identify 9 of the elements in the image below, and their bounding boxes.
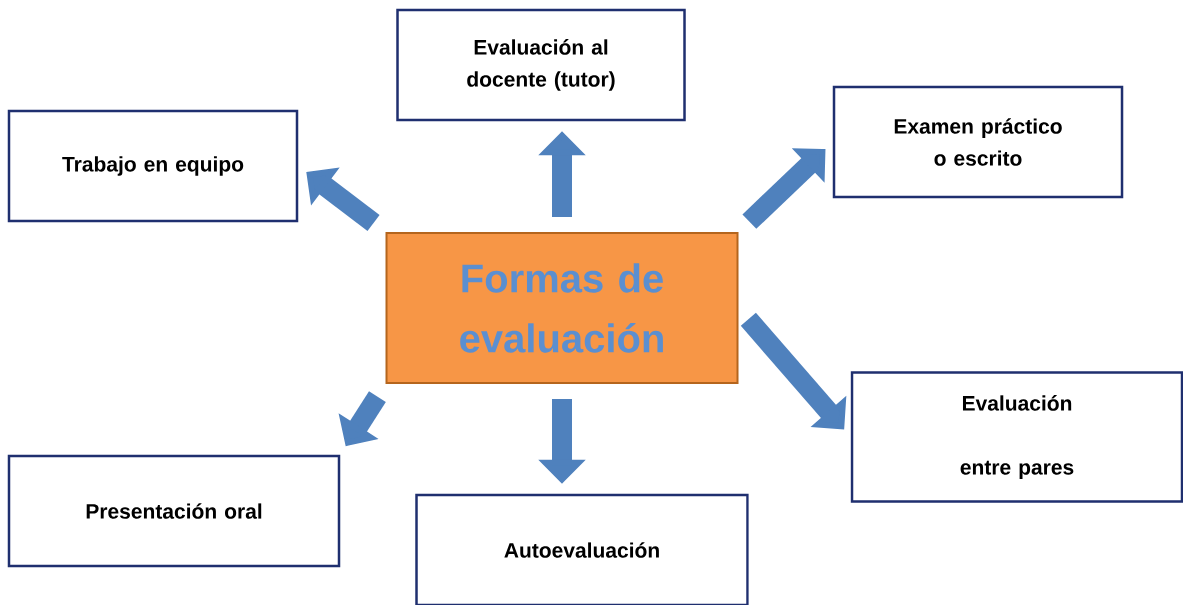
- block-arrow: [742, 148, 826, 229]
- block-arrow: [740, 312, 847, 430]
- text-box: Evaluación al docente (tutor): [396, 8, 686, 122]
- text-box: Evaluación entre pares: [850, 371, 1183, 503]
- text-box: Presentación oral: [7, 454, 341, 568]
- text-box: Examen práctico o escrito: [832, 85, 1124, 199]
- center-box: Formas de evaluación: [385, 232, 739, 384]
- text-box: Trabajo en equipo: [7, 109, 299, 223]
- text-box: Autoevaluación: [415, 493, 749, 605]
